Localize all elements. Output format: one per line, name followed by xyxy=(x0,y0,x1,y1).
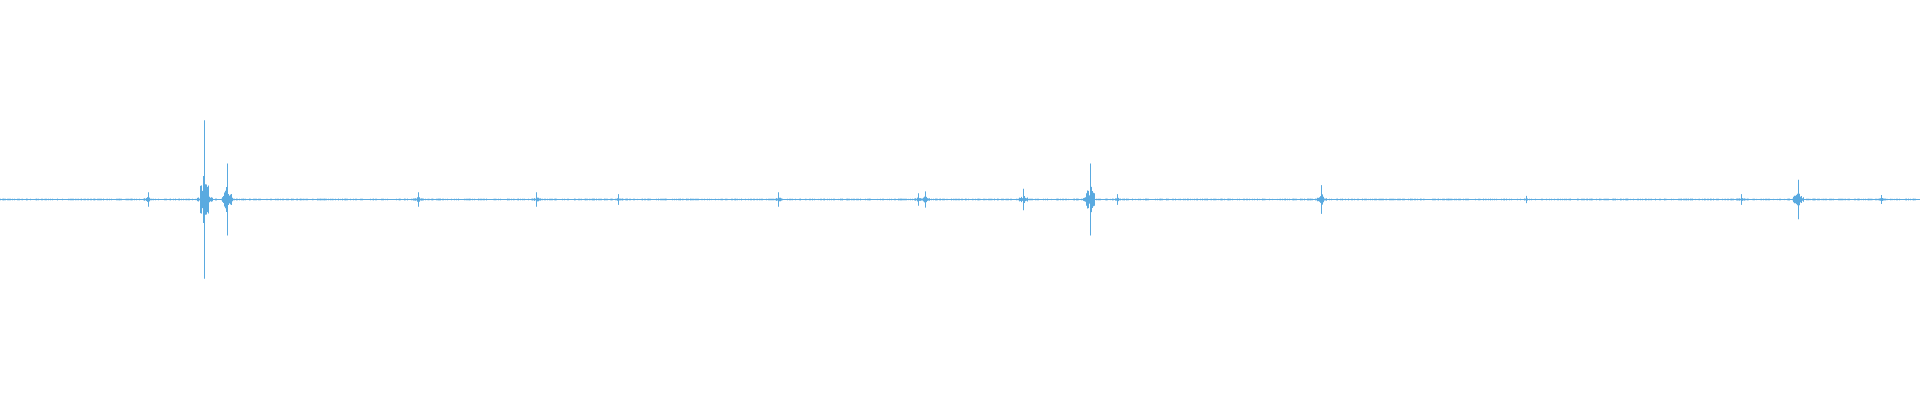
waveform-amplitude xyxy=(0,120,1916,279)
waveform-group xyxy=(0,120,1920,279)
